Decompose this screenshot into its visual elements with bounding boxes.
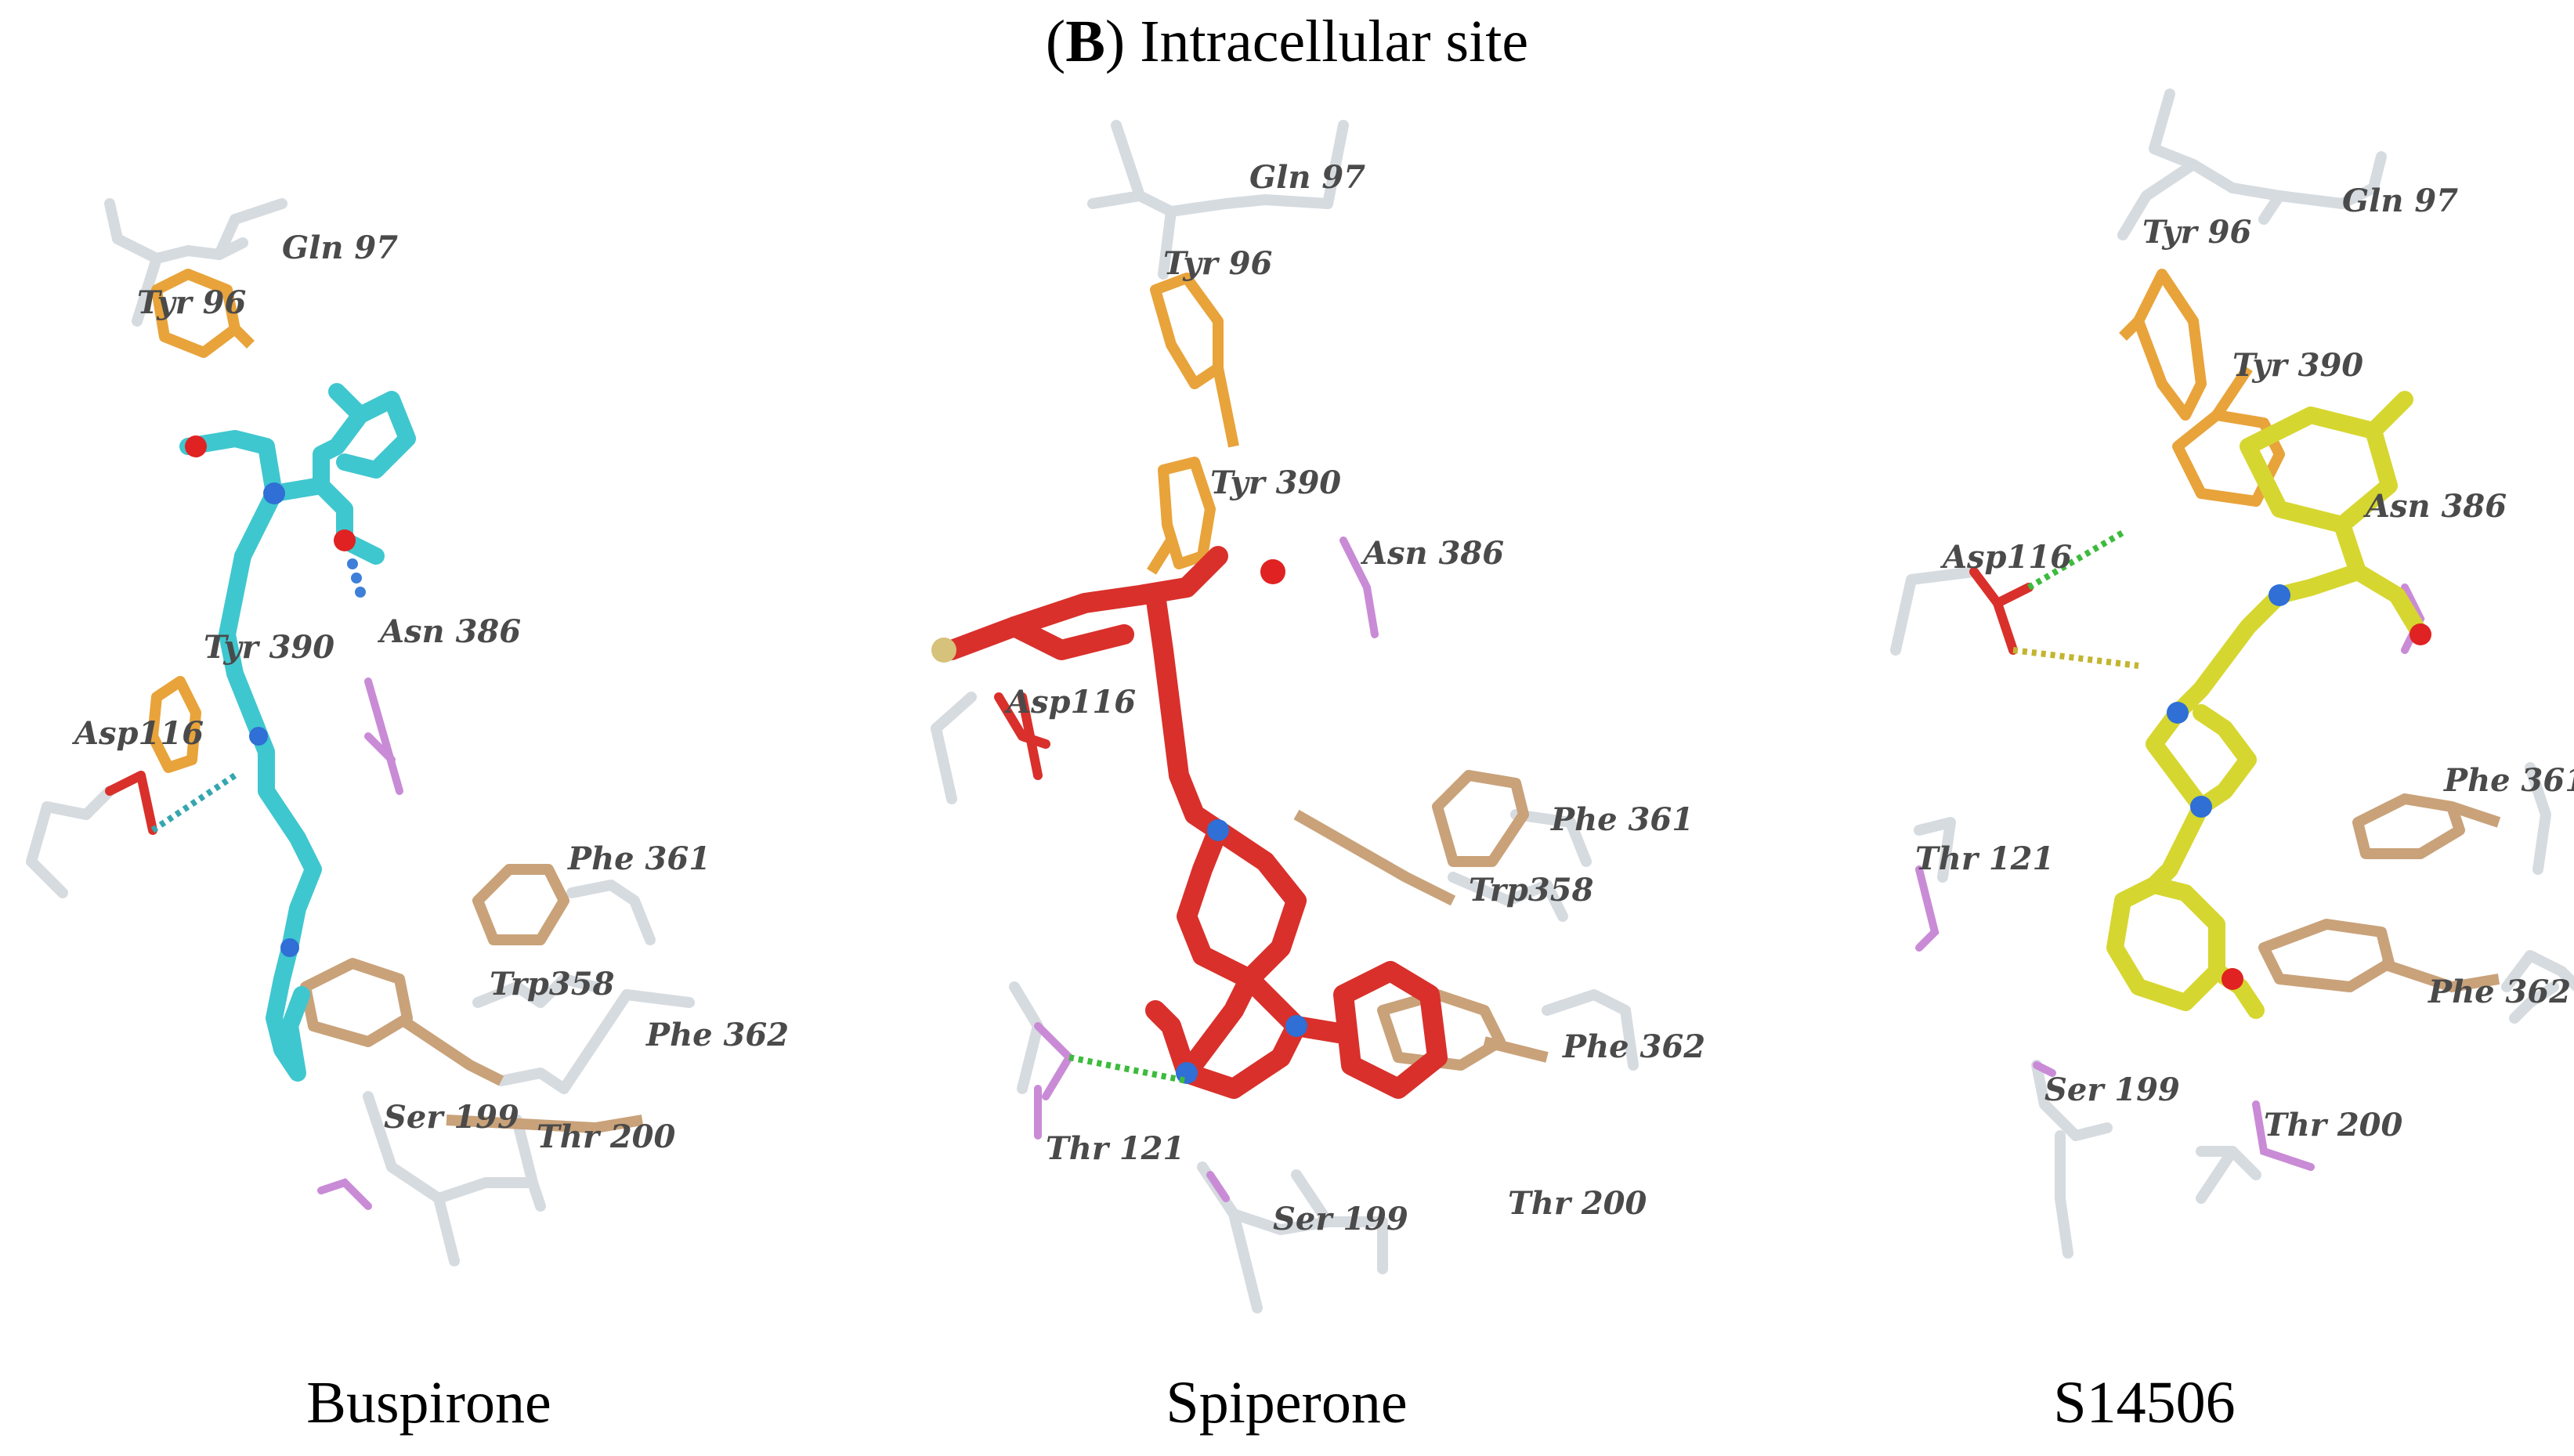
res-label: Ser 199 [2044,1071,2180,1108]
spiperone-structure: Gln 97 Tyr 96 Tyr 390 Asn 386 Asp116 Phe… [931,120,1705,1313]
res-label: Thr 200 [1508,1185,1647,1222]
buspirone-structure: Gln 97 Tyr 96 Tyr 390 Asn 386 Asp116 Phe… [26,198,789,1266]
title-letter: B [1065,9,1105,74]
res-label: Tyr 390 [204,629,334,666]
res-label: Asp116 [71,715,204,752]
res-label: Phe 362 [645,1017,789,1053]
res-label: Tyr 390 [2232,347,2363,384]
s14506-structure: Gln 97 Tyr 96 Tyr 390 Asn 386 Asp116 Phe… [1890,89,2574,1259]
res-label: Tyr 96 [2142,214,2251,251]
res-label: Thr 200 [537,1118,676,1155]
res-label: Tyr 96 [137,284,246,321]
res-label: Asp116 [1940,539,2072,576]
panel-s14506: Gln 97 Tyr 96 Tyr 390 Asn 386 Asp116 Phe… [1715,86,2574,1436]
res-label: Thr 121 [1046,1130,1184,1167]
res-label: Gln 97 [282,229,398,266]
res-label: Asn 386 [377,613,521,650]
res-label: Ser 199 [1273,1201,1408,1237]
panel-buspirone: Gln 97 Tyr 96 Tyr 390 Asn 386 Asp116 Phe… [0,86,858,1436]
res-label: Phe 361 [567,840,710,877]
figure-title: (B) Intracellular site [1045,9,1529,74]
res-label: Ser 199 [384,1099,519,1136]
caption-s14506: S14506 [2053,1370,2236,1436]
res-label: Gln 97 [1249,159,1365,196]
res-label: Tyr 96 [1163,245,1272,282]
res-label: Asp116 [1003,684,1136,721]
res-label: Thr 200 [2264,1107,2403,1143]
res-label: Trp358 [1469,872,1593,909]
res-label: Thr 121 [1915,840,2054,877]
res-label: Asn 386 [2363,488,2507,525]
res-label: Phe 362 [2428,974,2571,1010]
panel-spiperone: Gln 97 Tyr 96 Tyr 390 Asn 386 Asp116 Phe… [858,86,1715,1436]
caption-spiperone: Spiperone [1166,1370,1408,1436]
res-label: Phe 362 [1562,1028,1705,1065]
res-label: Phe 361 [2443,762,2574,799]
res-label: Trp358 [490,966,614,1003]
res-label: Gln 97 [2342,182,2458,219]
res-label: Phe 361 [1550,801,1694,838]
title-text: Intracellular site [1140,9,1529,74]
res-label: Asn 386 [1360,535,1504,572]
caption-buspirone: Buspirone [306,1370,551,1436]
res-label: Tyr 390 [1210,464,1341,501]
